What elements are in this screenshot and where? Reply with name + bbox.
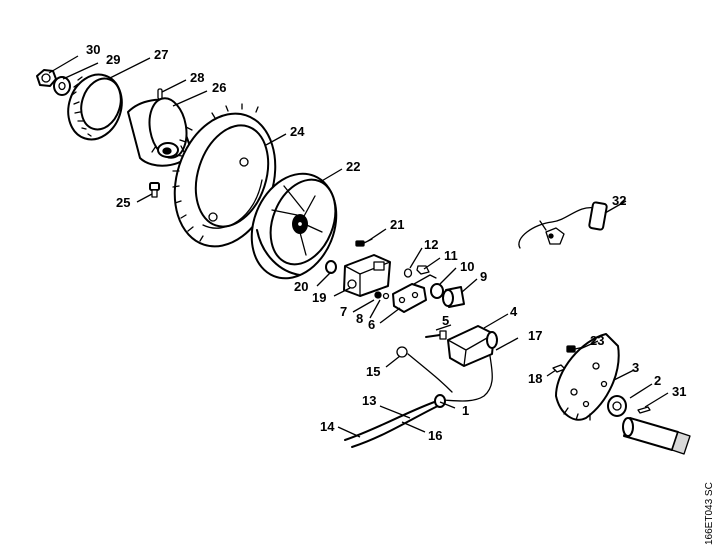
- part-25-screw: [149, 182, 160, 198]
- callout-1: 1: [462, 403, 469, 418]
- callout-4: 4: [510, 304, 518, 319]
- leader-lines: [48, 55, 669, 438]
- callout-10: 10: [460, 259, 474, 274]
- callout-31: 31: [672, 384, 686, 399]
- callout-21: 21: [390, 217, 404, 232]
- callout-29: 29: [106, 52, 120, 67]
- part-20-spacer: [325, 260, 337, 274]
- callout-14: 14: [320, 419, 335, 434]
- part-22-flywheel-fan: [250, 172, 338, 280]
- part-8-screw: [374, 291, 390, 300]
- callout-30: 30: [86, 42, 100, 57]
- part-29-washer: [53, 76, 71, 96]
- part-32-condenser-lead: [518, 201, 608, 249]
- callout-28: 28: [190, 70, 204, 85]
- callout-22: 22: [346, 159, 360, 174]
- callout-17: 17: [528, 328, 542, 343]
- part-4-ignition-coil: [447, 325, 498, 367]
- callout-3: 3: [632, 360, 639, 375]
- callout-25: 25: [116, 195, 130, 210]
- callout-8: 8: [356, 311, 363, 326]
- part-5-screw: [425, 330, 447, 340]
- callout-15: 15: [366, 364, 380, 379]
- callout-32: 32: [612, 193, 626, 208]
- callout-16: 16: [428, 428, 442, 443]
- callout-7: 7: [340, 304, 347, 319]
- part-26-starter-hub: [127, 97, 193, 167]
- callout-5: 5: [442, 313, 449, 328]
- drawing-code: 166ET043 SC: [704, 482, 715, 545]
- callout-27: 27: [154, 47, 168, 62]
- callout-6: 6: [368, 317, 375, 332]
- callout-23: 23: [590, 333, 604, 348]
- part-30-hex-nut: [36, 69, 57, 87]
- wiring-harness: [344, 346, 493, 448]
- part-19-ignition-module: [343, 254, 391, 297]
- part-31-key: [637, 406, 651, 414]
- callout-19: 19: [312, 290, 326, 305]
- callout-9: 9: [480, 269, 487, 284]
- part-12-washer: [403, 268, 413, 278]
- callout-labels: 30 29 27 28 26 24 22 25 21 12 11 10 9 20…: [86, 42, 686, 443]
- part-9-condenser: [442, 286, 465, 308]
- callout-13: 13: [362, 393, 376, 408]
- part-3-base-plate: [555, 333, 620, 421]
- callout-12: 12: [424, 237, 438, 252]
- callout-26: 26: [212, 80, 226, 95]
- callout-11: 11: [444, 248, 458, 263]
- part-28-pin: [157, 88, 163, 100]
- part-6-contact-set: [392, 274, 437, 313]
- part-2-washer: [607, 395, 627, 417]
- part-10-sleeve: [430, 283, 444, 299]
- callout-2: 2: [654, 373, 661, 388]
- crankshaft-stub: [622, 417, 691, 455]
- part-23-screw: [566, 345, 585, 353]
- part-27-ring-gear: [67, 73, 123, 141]
- callout-24: 24: [290, 124, 305, 139]
- callout-20: 20: [294, 279, 308, 294]
- callout-18: 18: [528, 371, 542, 386]
